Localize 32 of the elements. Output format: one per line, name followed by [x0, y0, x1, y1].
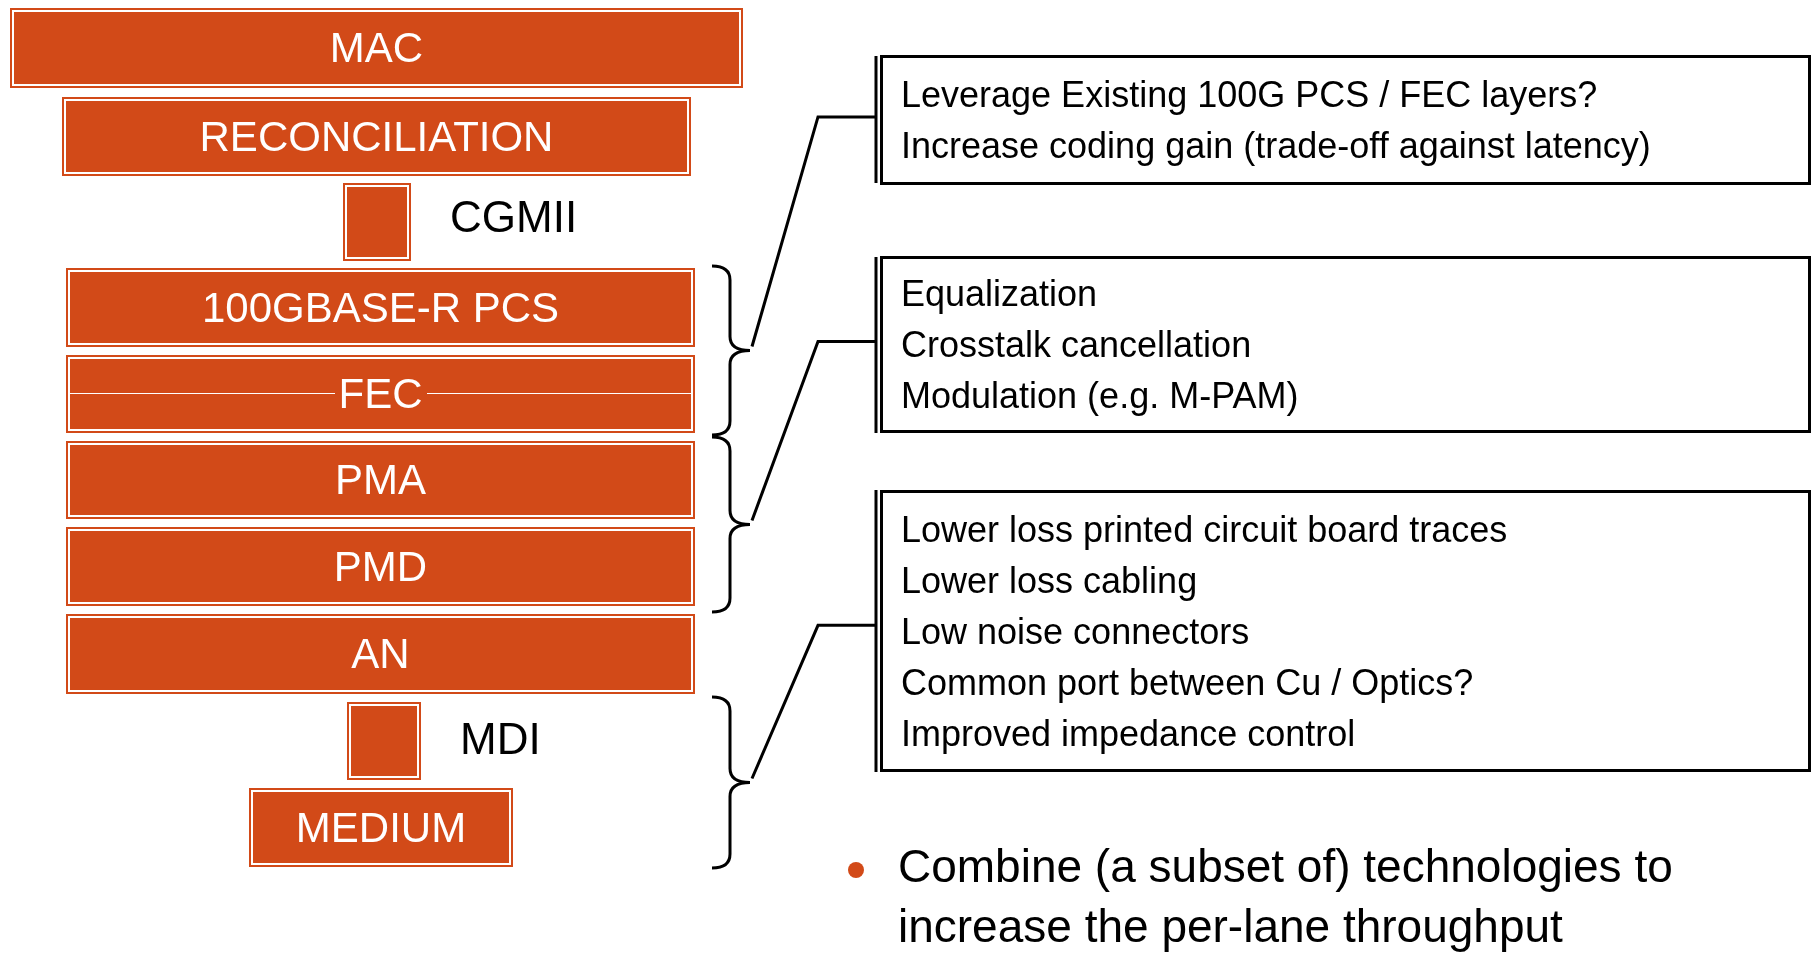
- leader-line: [750, 255, 878, 522]
- pcs-layer-box: [66, 268, 695, 347]
- interface-block: [347, 702, 421, 780]
- note-text: Low noise connectors: [901, 609, 1251, 654]
- note-text: Equalization: [901, 272, 1099, 316]
- medium-box: [249, 788, 513, 867]
- bullet-text: Combine (a subset of) technologies to increase the per-lane throughput: [898, 839, 1674, 954]
- leader-line: [750, 488, 878, 780]
- reconciliation-layer-box: [62, 97, 691, 176]
- note-text: Lower loss cabling: [901, 558, 1199, 603]
- curly-brace: [711, 264, 752, 437]
- note-text: Crosstalk cancellation: [901, 323, 1253, 367]
- pma-layer-box: [66, 441, 695, 519]
- note-text: Improved impedance control: [901, 711, 1357, 756]
- note-text: Leverage Existing 100G PCS / FEC layers?: [901, 73, 1599, 117]
- interface-block: [343, 183, 411, 261]
- an-layer-box: [66, 614, 695, 694]
- note-text: Lower loss printed circuit board traces: [901, 507, 1509, 552]
- note-text: Modulation (e.g. M-PAM): [901, 374, 1300, 418]
- note-text: Common port between Cu / Optics?: [901, 660, 1475, 705]
- curly-brace: [711, 435, 752, 614]
- curly-brace: [711, 695, 752, 870]
- leader-line: [750, 54, 878, 348]
- interface-label: MDI: [460, 714, 541, 764]
- mac-layer-box: [10, 8, 743, 88]
- note-box: [880, 256, 1811, 433]
- note-box: [880, 55, 1811, 185]
- pmd-layer-box: [66, 527, 695, 606]
- fec-layer-box: [66, 355, 695, 433]
- interface-label: CGMII: [450, 192, 578, 242]
- note-text: Increase coding gain (trade-off against latency): [901, 124, 1652, 168]
- note-box: [880, 490, 1811, 772]
